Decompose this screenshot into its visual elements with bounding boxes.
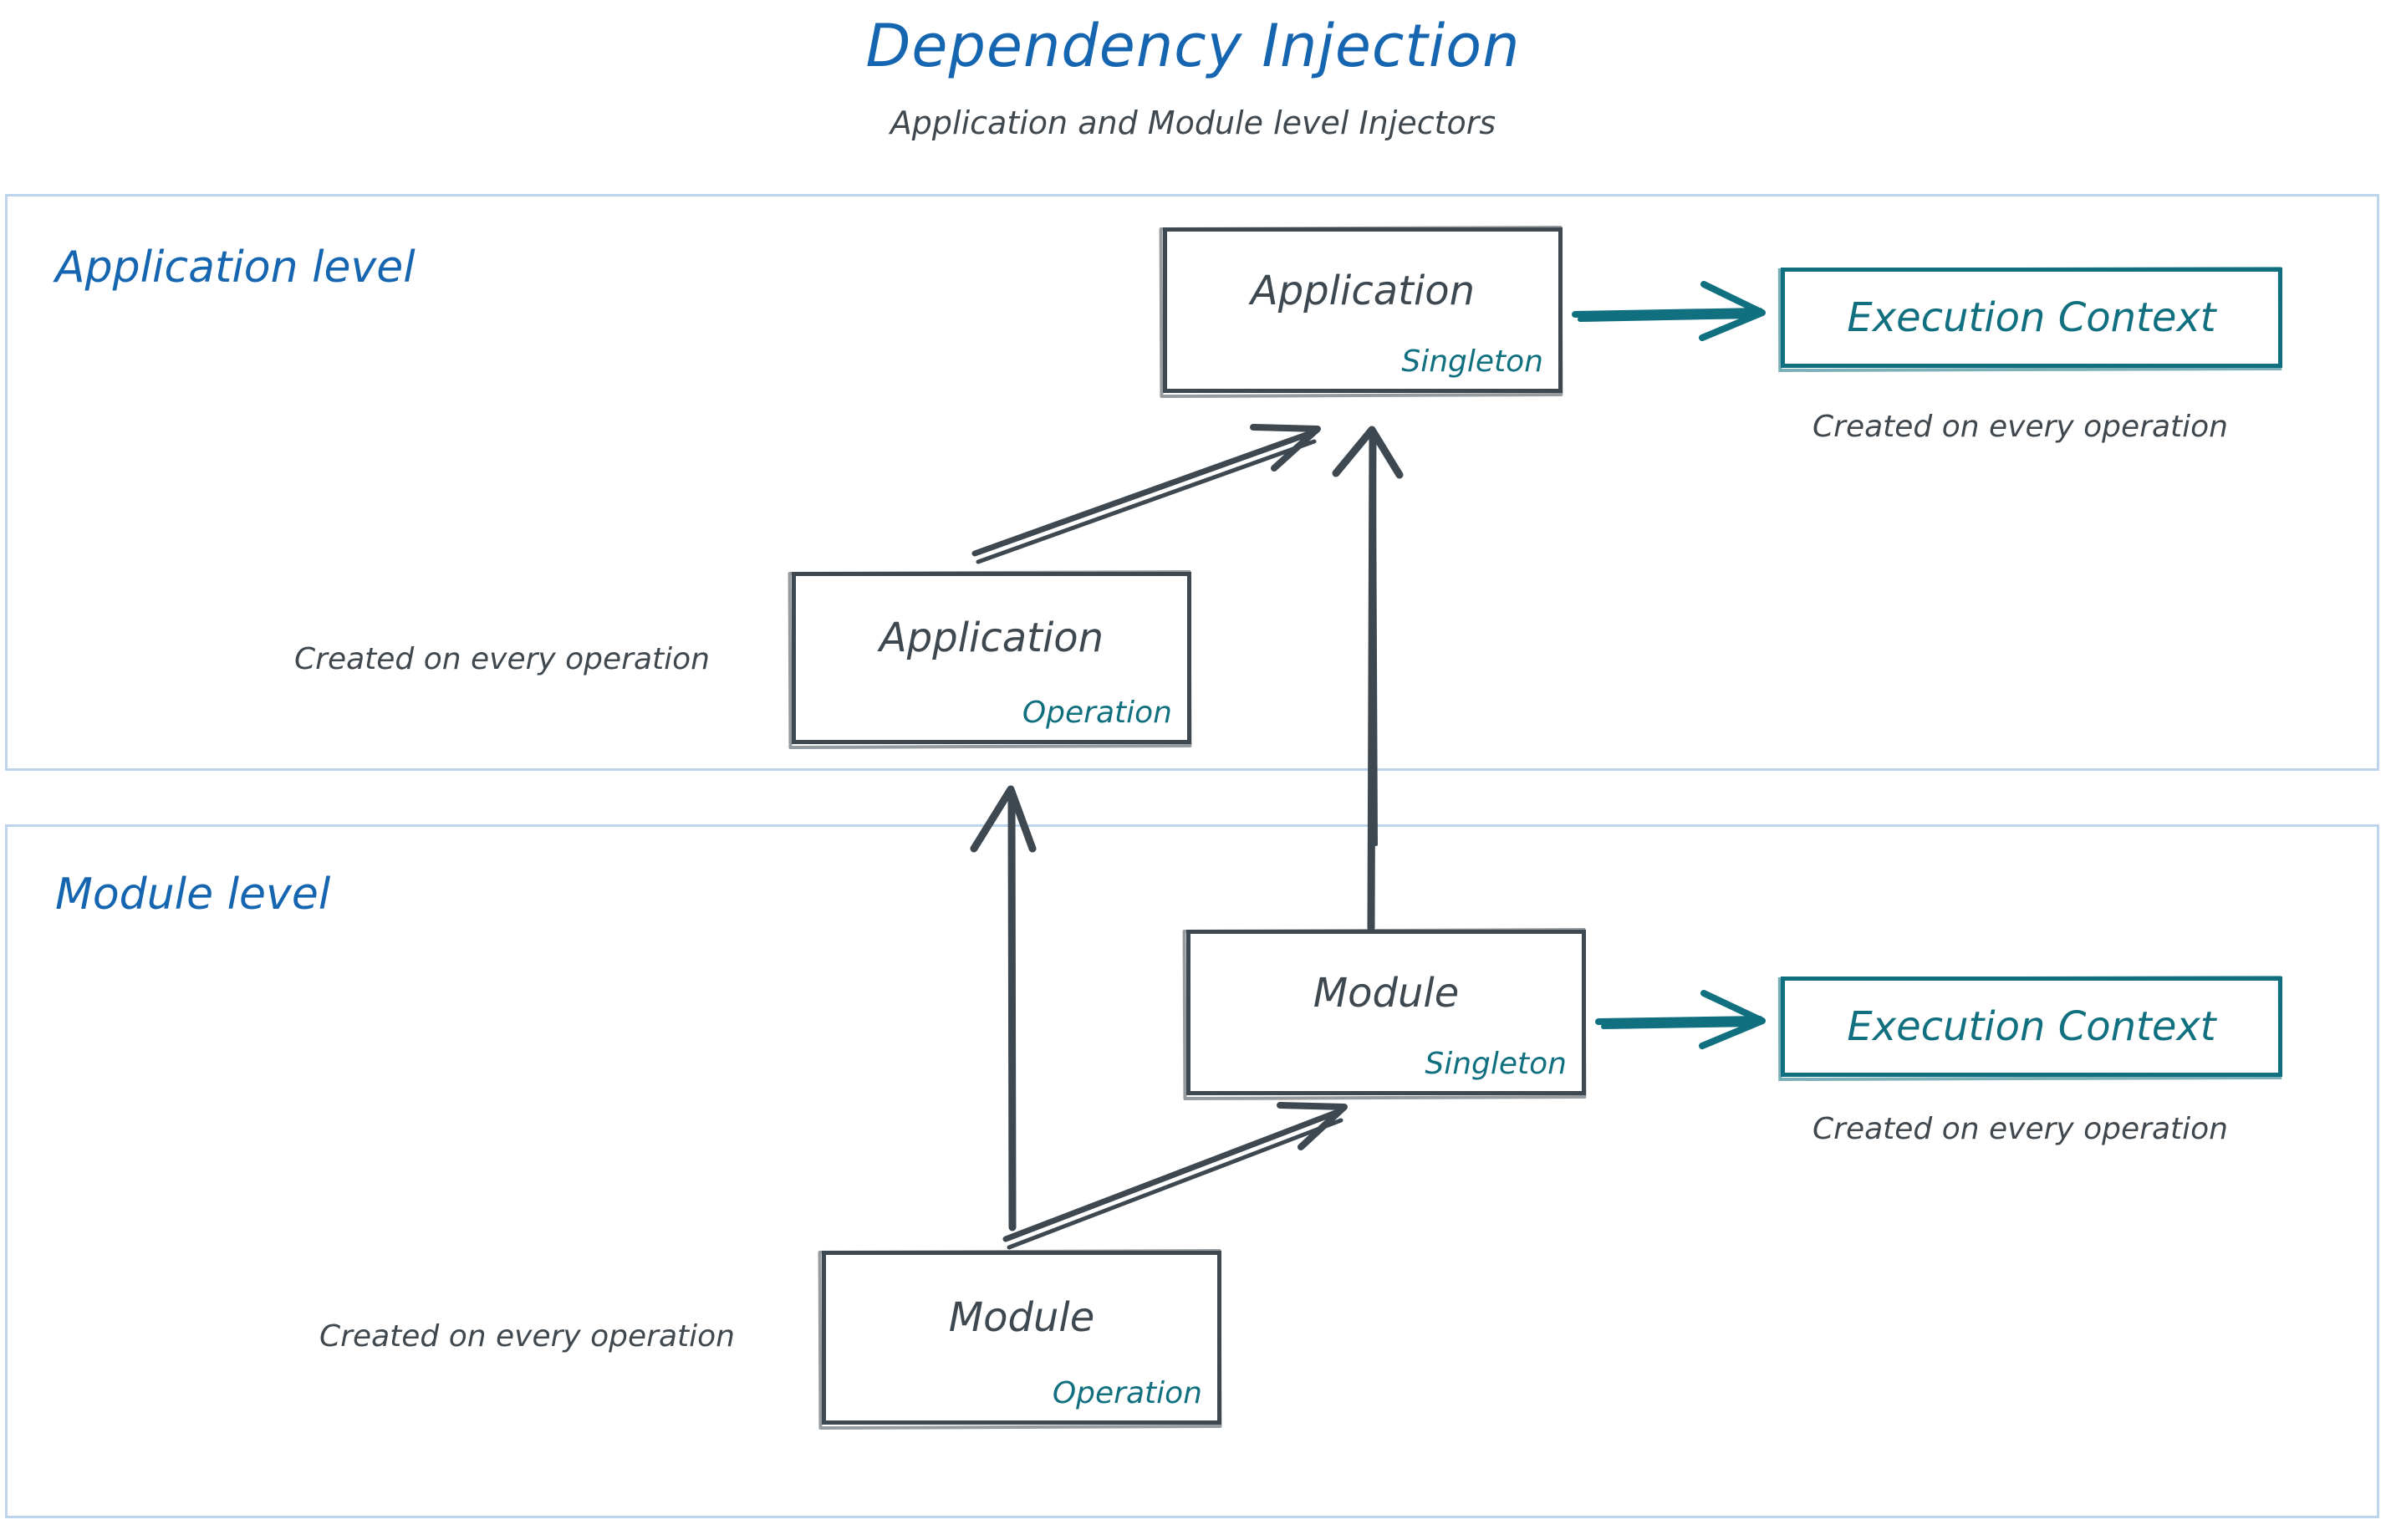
node-scope-badge: Operation xyxy=(1052,1376,1202,1410)
application-level-container xyxy=(5,194,2379,771)
node-title: Application xyxy=(1250,268,1476,315)
execution-context-label: Execution Context xyxy=(1847,294,2216,341)
node-title: Module xyxy=(948,1294,1095,1342)
node-scope-badge: Singleton xyxy=(1401,344,1543,379)
execution-context-application-caption: Created on every operation xyxy=(1812,410,2228,444)
page-subtitle: Application and Module level Injectors xyxy=(890,105,1496,141)
node-title: Module xyxy=(1313,970,1460,1017)
node-scope-badge: Operation xyxy=(1022,696,1172,730)
module-level-container xyxy=(5,824,2379,1518)
node-application-singleton[interactable]: Application Singleton xyxy=(1163,227,1563,393)
node-title: Application xyxy=(879,614,1104,662)
application-operation-caption: Created on every operation xyxy=(294,642,710,676)
execution-context-application[interactable]: Execution Context xyxy=(1781,268,2282,368)
execution-context-label: Execution Context xyxy=(1847,1003,2216,1050)
execution-context-module-caption: Created on every operation xyxy=(1812,1112,2228,1146)
application-level-label: Application level xyxy=(55,242,416,293)
page-title: Dependency Injection xyxy=(865,12,1521,80)
module-level-label: Module level xyxy=(55,869,331,920)
execution-context-module[interactable]: Execution Context xyxy=(1781,977,2282,1077)
node-module-singleton[interactable]: Module Singleton xyxy=(1186,930,1586,1095)
node-application-operation[interactable]: Application Operation xyxy=(792,572,1191,744)
node-scope-badge: Singleton xyxy=(1425,1047,1567,1081)
node-module-operation[interactable]: Module Operation xyxy=(822,1251,1221,1425)
module-operation-caption: Created on every operation xyxy=(319,1319,735,1354)
